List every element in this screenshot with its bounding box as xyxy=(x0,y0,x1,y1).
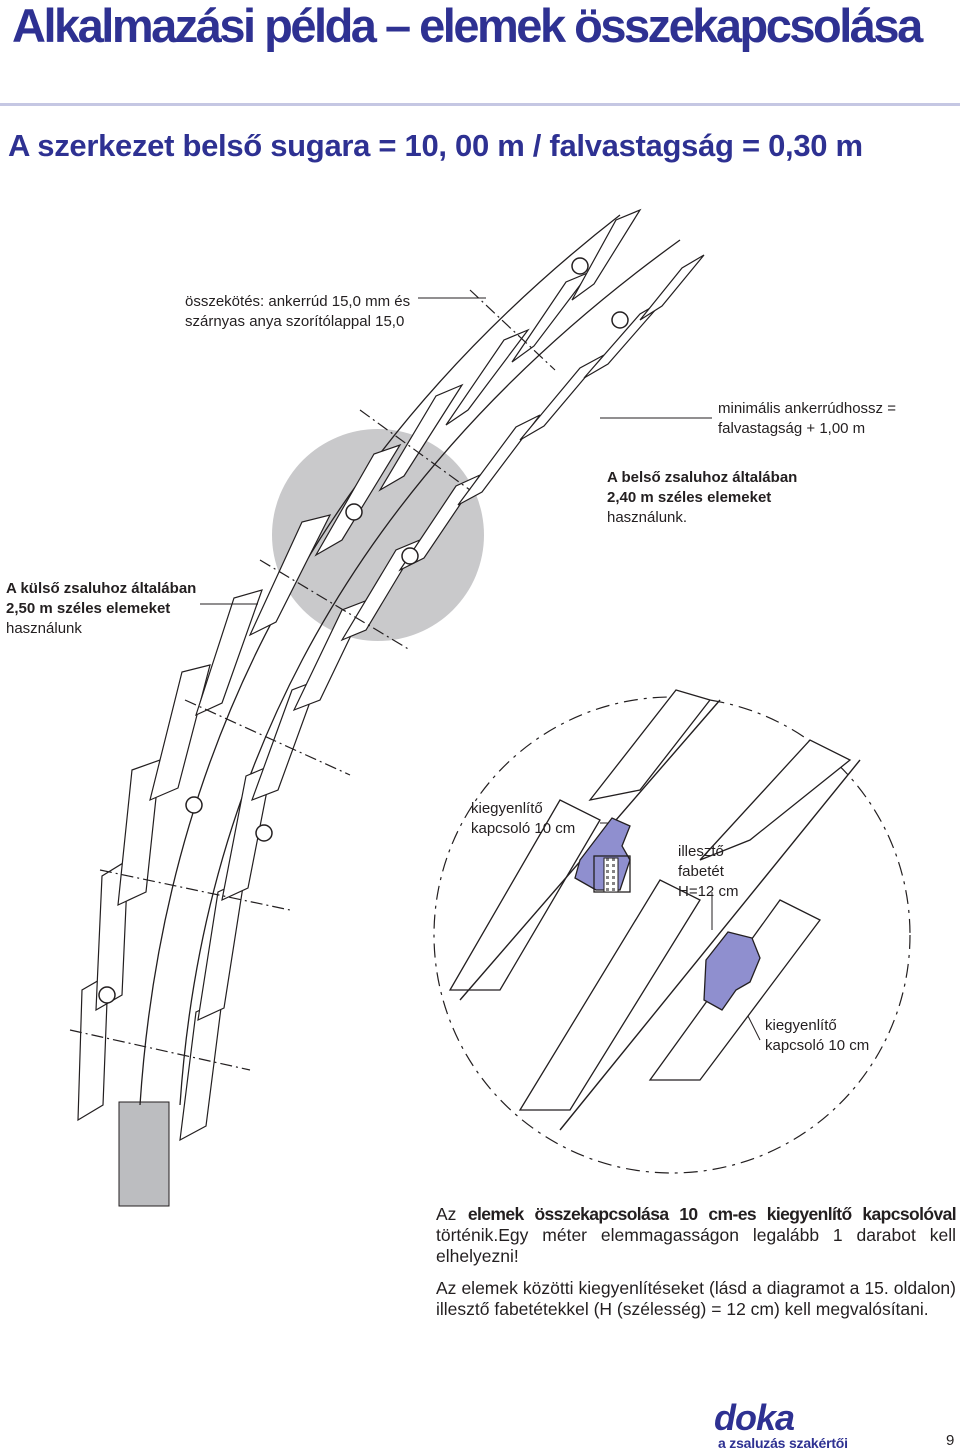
svg-text:doka: doka xyxy=(714,1402,794,1434)
formwork-diagram: összekötés: ankerrúd 15,0 mm és szárnyas… xyxy=(6,208,911,1207)
label-min-tie-rod: minimális ankerrúdhossz = falvastagság +… xyxy=(718,400,900,437)
page-title: Alkalmazási példa – elemek összekapcsolá… xyxy=(12,0,923,52)
label-filler-board: illesztő fabetét H=12 cm xyxy=(678,843,738,900)
label-outer-formwork: A külső zsaluhoz általában 2,50 m széles… xyxy=(6,580,201,637)
detail-circle xyxy=(433,689,911,1174)
filler-board-shape xyxy=(603,857,619,893)
body-p1-prefix: Az xyxy=(436,1204,457,1224)
clamps xyxy=(98,257,629,1004)
title-divider xyxy=(0,103,960,106)
label-connection: összekötés: ankerrúd 15,0 mm és szárnyas… xyxy=(185,293,414,330)
wall-curves xyxy=(139,214,681,1106)
detail-highlight-circle xyxy=(272,429,484,641)
tie-rod-lines xyxy=(69,289,556,1071)
body-p1-bold: elemek összekapcsolása 10 cm-es kiegyenl… xyxy=(467,1204,957,1224)
inner-formwork-panels xyxy=(179,254,705,1142)
page-subtitle: A szerkezet belső sugara = 10, 00 m / fa… xyxy=(8,128,863,163)
page-number: 9 xyxy=(946,1432,955,1449)
slogan: a zsaluzás szakértői xyxy=(718,1435,848,1451)
label-compensation-clamp-1: kiegyenlítő kapcsoló 10 cm xyxy=(471,800,575,837)
label-inner-formwork: A belső zsaluhoz általában 2,40 m széles… xyxy=(607,469,802,526)
doka-logo: doka xyxy=(714,1402,795,1434)
body-paragraph-2: Az elemek közötti kiegyenlítéseket (lásd… xyxy=(436,1278,956,1319)
body-text: Az elemek összekapcsolása 10 cm-es kiegy… xyxy=(436,1204,957,1331)
body-paragraph-1: Az elemek összekapcsolása 10 cm-es kiegy… xyxy=(436,1204,957,1267)
label-compensation-clamp-2: kiegyenlítő kapcsoló 10 cm xyxy=(765,1017,869,1054)
body-p1-rest: történik.Egy méter elemmagasságon legalá… xyxy=(436,1225,956,1266)
concrete-section xyxy=(118,1101,170,1207)
outer-formwork-panels xyxy=(77,208,642,1122)
